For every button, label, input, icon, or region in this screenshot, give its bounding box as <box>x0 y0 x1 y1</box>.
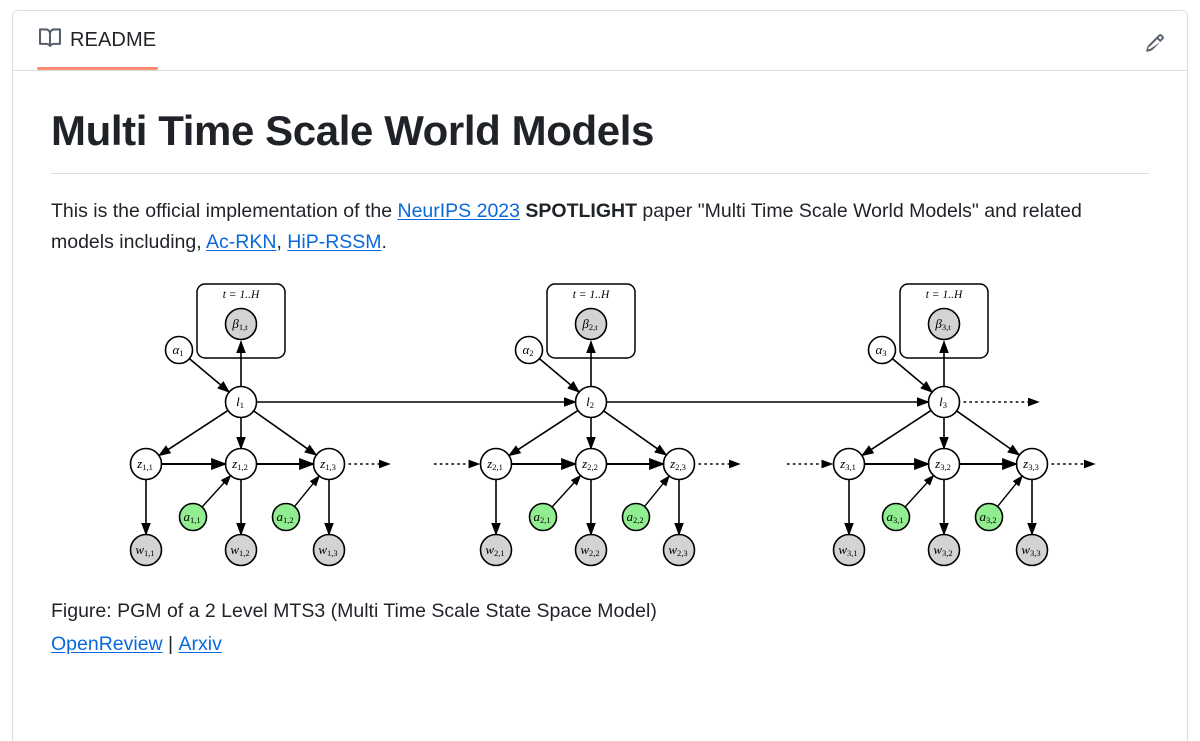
node-l-1: l1 <box>224 385 258 419</box>
node-alpha-3: α3 <box>867 335 897 365</box>
edge-alpha-l-1 <box>188 357 231 393</box>
svg-text:l2: l2 <box>586 394 594 410</box>
figure-caption: Figure: PGM of a 2 Level MTS3 (Multi Tim… <box>51 599 657 622</box>
node-w-2-2: w2,2 <box>574 533 608 567</box>
node-z-2-2: z2,2 <box>574 447 608 481</box>
link-arxiv[interactable]: Arxiv <box>178 633 222 656</box>
edge-l-z-2-1 <box>507 409 579 457</box>
svg-text:α3: α3 <box>875 342 886 358</box>
edge-alpha-l-2 <box>538 357 581 393</box>
node-a-1-1: a1,1 <box>178 502 208 532</box>
node-alpha-1: α1 <box>164 335 194 365</box>
node-a-2-2: a2,2 <box>621 502 651 532</box>
edge-a-z-1-1 <box>201 474 232 508</box>
node-z-3-3: z3,3 <box>1015 447 1049 481</box>
intro-text-4: , <box>276 231 288 254</box>
link-separator: | <box>162 633 179 656</box>
svg-text:l1: l1 <box>236 394 244 410</box>
link-openreview[interactable]: OpenReview <box>51 633 163 656</box>
plate-label-2: t = 1..H <box>573 289 610 301</box>
node-w-1-3: w1,3 <box>312 533 346 567</box>
node-z-2-1: z2,1 <box>479 447 513 481</box>
page-title: Multi Time Scale World Models <box>51 107 654 154</box>
node-w-1-2: w1,2 <box>224 533 258 567</box>
link-neurips-2023[interactable]: NeurIPS 2023 <box>397 200 520 223</box>
link-hip-rssm[interactable]: HiP-RSSM <box>287 231 382 254</box>
edge-a-z-2-1 <box>551 474 582 508</box>
intro-spotlight: SPOTLIGHT <box>525 200 637 223</box>
book-icon <box>39 27 62 54</box>
node-z-2-3: z2,3 <box>662 447 696 481</box>
edge-a-z-2-2 <box>643 475 670 507</box>
readme-panel: README Multi Time Scale World Models Thi… <box>12 10 1188 741</box>
node-z-3-1: z3,1 <box>832 447 866 481</box>
node-w-1-1: w1,1 <box>129 533 163 567</box>
tab-readme[interactable]: README <box>29 11 166 70</box>
intro-paragraph: This is the official implementation of t… <box>51 196 1149 258</box>
edge-l-z-1-3 <box>253 410 318 456</box>
edge-l-z-3-1 <box>860 409 932 457</box>
node-w-3-3: w3,3 <box>1015 533 1049 567</box>
pgm-svg: t = 1..H β1,t α1 l1 z1,1 z1,2 z1,3 a1,1 a1,2 w1,1… <box>129 283 1096 567</box>
svg-text:α1: α1 <box>172 342 183 358</box>
node-z-1-1: z1,1 <box>129 447 163 481</box>
edge-alpha-l-3 <box>891 357 934 393</box>
edge-l-z-2-3 <box>603 410 668 456</box>
file-tab-bar: README <box>13 11 1187 71</box>
node-w-3-2: w3,2 <box>927 533 961 567</box>
edit-file-button[interactable] <box>1141 29 1169 57</box>
intro-text-3: paper "Multi Time Scale World Models" an… <box>51 200 1082 254</box>
node-a-3-1: a3,1 <box>881 502 911 532</box>
node-z-3-2: z3,2 <box>927 447 961 481</box>
tab-active-underline <box>37 67 159 70</box>
plate-label-1: t = 1..H <box>223 289 260 301</box>
link-ac-rkn[interactable]: Ac-RKN <box>206 231 277 254</box>
edge-a-z-1-2 <box>293 475 320 507</box>
intro-text-1: This is the official implementation of t… <box>51 200 398 223</box>
node-a-1-2: a1,2 <box>271 502 301 532</box>
node-w-2-3: w2,3 <box>662 533 696 567</box>
edge-a-z-3-2 <box>996 475 1023 507</box>
node-alpha-2: α2 <box>514 335 544 365</box>
footer-links: OpenReview | Arxiv <box>51 630 1149 659</box>
node-beta-1: β1,t <box>224 307 258 341</box>
node-beta-3: β3,t <box>927 307 961 341</box>
pgm-figure: t = 1..H β1,t α1 l1 z1,1 z1,2 z1,3 a1,1 a1,2 w1,1… <box>51 272 1149 587</box>
svg-text:α2: α2 <box>522 342 533 358</box>
intro-text-5: . <box>381 231 387 254</box>
edge-l-z-3-3 <box>956 410 1021 456</box>
node-z-1-2: z1,2 <box>224 447 258 481</box>
pencil-icon <box>1146 34 1164 52</box>
plate-label-3: t = 1..H <box>926 289 963 301</box>
readme-content: Multi Time Scale World Models This is th… <box>13 71 1187 659</box>
title-divider <box>51 173 1149 175</box>
node-l-3: l3 <box>927 385 961 419</box>
node-a-2-1: a2,1 <box>528 502 558 532</box>
edge-a-z-3-1 <box>904 474 935 508</box>
edge-l-z-1-1 <box>157 409 229 457</box>
node-beta-2: β2,t <box>574 307 608 341</box>
node-l-2: l2 <box>574 385 608 419</box>
tab-label-readme: README <box>70 29 157 51</box>
node-w-3-1: w3,1 <box>832 533 866 567</box>
svg-text:l3: l3 <box>939 394 947 410</box>
node-a-3-2: a3,2 <box>974 502 1004 532</box>
node-w-2-1: w2,1 <box>479 533 513 567</box>
node-z-1-3: z1,3 <box>312 447 346 481</box>
